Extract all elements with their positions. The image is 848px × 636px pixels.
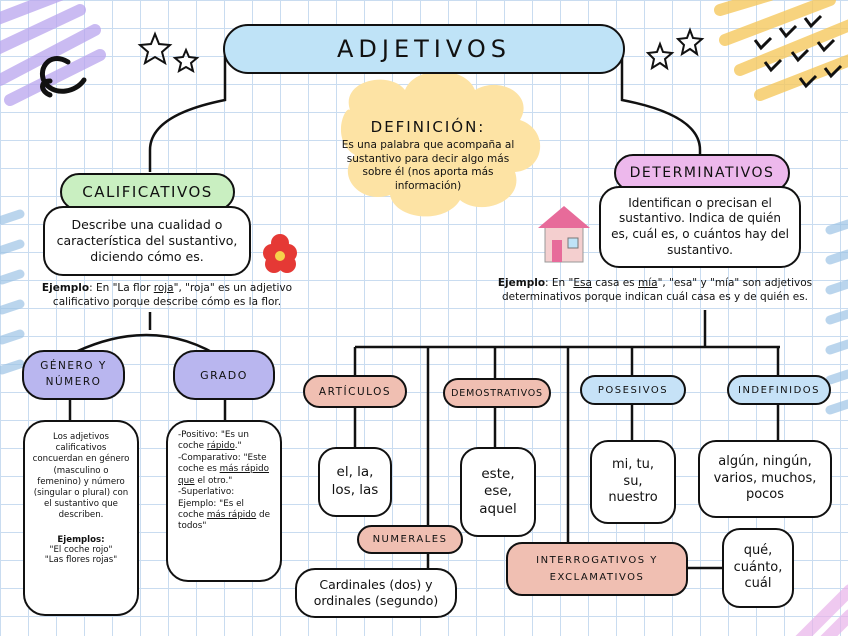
house-icon [538,206,590,263]
posesivos-items: mi, tu, su, nuestro [608,456,658,506]
example-underlined: roja [153,282,174,294]
interrogativos-pill: INTERROGATIVOS Y EXCLAMATIVOS [506,542,688,596]
definition-heading: DEFINICIÓN: [370,118,486,136]
articulos-box: el, la, los, las [318,447,392,517]
interrogativos-box: qué, cuánto, cuál [722,528,794,608]
articulos-pill: ARTÍCULOS [303,375,407,408]
genero-example-2: "Las flores rojas" [44,555,118,566]
definition-text: Es una palabra que acompaña al sustantiv… [341,139,515,192]
calificativos-desc: Describe una cualidad o característica d… [56,216,238,265]
genero-example-1: "El coche rojo" [49,545,113,556]
grado-box: -Positivo: "Es un coche rápido." -Compar… [166,420,282,582]
definition-block: DEFINICIÓN: Es una palabra que acompaña … [338,118,518,194]
grado-label: GRADO [200,368,248,382]
genero-box: Los adjetivos calificativos concuerdan e… [23,420,139,616]
example-label: Ejemplo [41,282,90,294]
posesivos-box: mi, tu, su, nuestro [590,440,676,524]
blue-scribble-left [0,209,25,375]
star-icons-right [645,27,705,71]
numerales-pill: NUMERALES [357,525,463,554]
demostrativos-box: este, ese, aquel [460,447,536,537]
numerales-label: NUMERALES [372,534,448,545]
calificativos-label: CALIFICATIVOS [82,183,213,201]
purple-scribble-top-left [0,0,106,106]
det-example-label: Ejemplo [497,277,546,289]
calificativos-desc-box: Describe una cualidad o característica d… [43,206,251,276]
articulos-label: ARTÍCULOS [318,385,392,398]
definition-cloud [340,71,541,217]
numerales-box: Cardinales (dos) y ordinales (segundo) [295,568,457,618]
determinativos-example: Ejemplo: En "Esa casa es mía", "esa" y "… [497,277,813,303]
black-checks-top-right [753,14,843,89]
demostrativos-label: DEMOSTRATIVOS [451,387,543,399]
posesivos-label: POSESIVOS [597,384,669,396]
genero-text: Los adjetivos calificativos concuerdan e… [32,432,130,521]
example-text-a: : En "La flor [89,282,154,294]
orange-scribble-top-right [714,0,848,101]
interrogativos-label: INTERROGATIVOS Y EXCLAMATIVOS [536,555,658,583]
articulos-items: el, la, los, las [331,464,379,498]
flower-icon [263,234,297,273]
grado-line-2: -Comparativo: "Este coche es más rápido … [178,452,269,486]
example-text-b: ", "roja" es un adjetivo calificativo po… [52,282,293,308]
numerales-items: Cardinales (dos) y ordinales (segundo) [313,576,439,608]
grado-pill: GRADO [173,350,275,400]
posesivos-pill: POSESIVOS [580,375,686,405]
swirl-icon [39,56,87,98]
line-title-to-determinativos [620,50,702,155]
determinativos-label: DETERMINATIVOS [629,165,775,181]
calificativos-example: Ejemplo: En "La flor roja", "roja" es un… [22,282,312,309]
star-icons-left [137,31,200,74]
title-pill: ADJETIVOS [223,24,625,74]
indefinidos-pill: INDEFINIDOS [727,375,831,405]
blue-scribble-right [825,219,848,415]
determinativos-desc-box: Identifican o precisan el sustantivo. In… [599,186,801,268]
line-calificativos-branch [59,312,226,362]
genero-label: GÉNERO Y NÚMERO [40,360,107,388]
page-title: ADJETIVOS [337,35,511,63]
genero-examples-label: Ejemplos: [57,535,105,546]
grado-line-3: -Superlativo: Ejemplo: "Es el coche más … [178,487,270,532]
demostrativos-pill: DEMOSTRATIVOS [443,378,551,408]
line-title-to-calificativos [148,50,227,172]
grado-line-1: -Positivo: "Es un coche rápido." [178,430,249,452]
interrogativos-items: qué, cuánto, cuál [733,542,783,592]
demostrativos-items: este, ese, aquel [479,465,517,517]
indefinidos-label: INDEFINIDOS [738,384,820,396]
determinativos-desc: Identifican o precisan el sustantivo. In… [611,195,789,257]
indefinidos-items: algún, ningún, varios, muchos, pocos [713,453,817,503]
genero-pill: GÉNERO Y NÚMERO [22,350,125,400]
indefinidos-box: algún, ningún, varios, muchos, pocos [698,440,832,518]
